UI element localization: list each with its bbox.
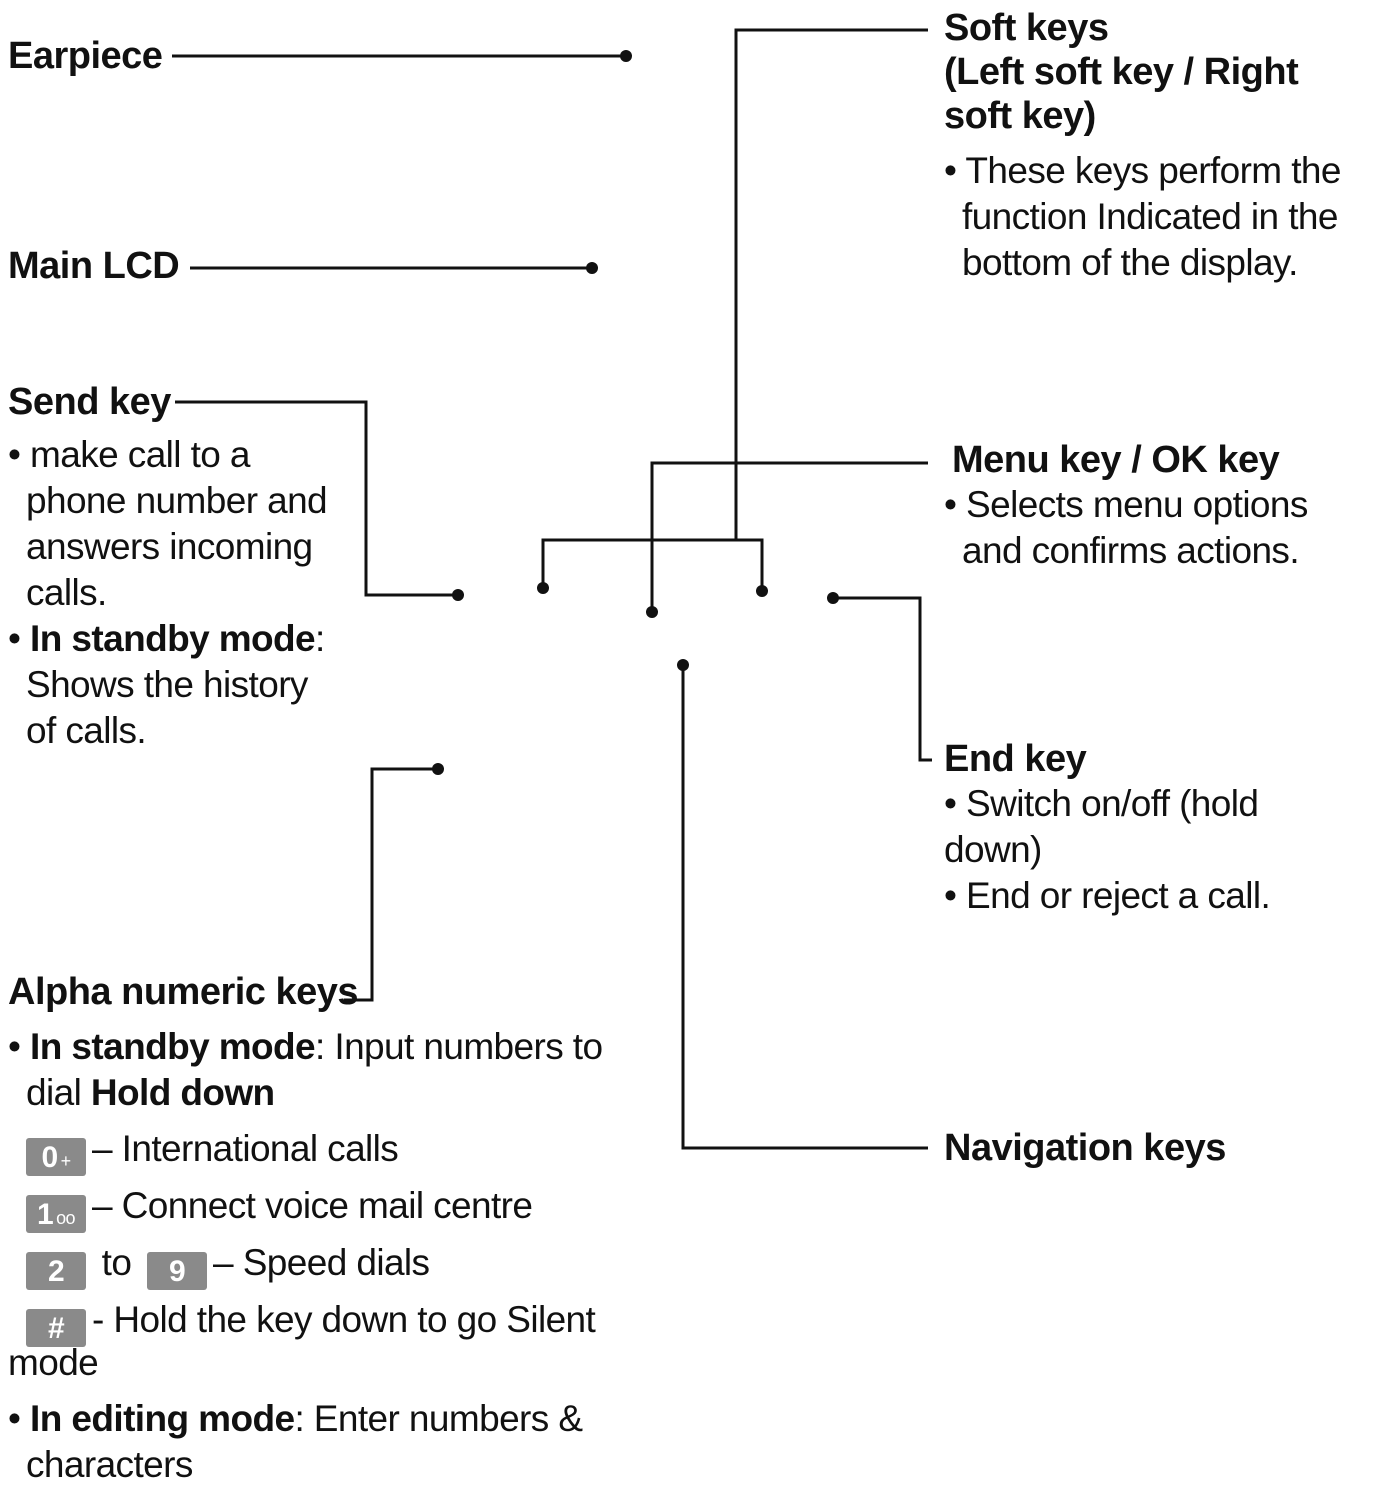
send-key-callout: Send key • make call to a phone number a… [8,380,328,754]
send-key-desc-line: Shows the history [26,664,308,705]
editing-text: : Enter numbers & [294,1398,583,1439]
soft-keys-title: Soft keys (Left soft key / Right soft ke… [944,6,1341,138]
alpha-editing-line: • In editing mode: Enter numbers & [8,1396,602,1442]
hash-key-icon: # [26,1309,86,1347]
end-key-desc-line: down) [944,829,1042,870]
send-key-title: Send key [8,381,171,423]
send-key-leader [175,400,458,597]
send-key-desc-line: phone number and [26,480,328,521]
main-lcd-dot [586,262,598,274]
to-text: to [92,1242,142,1283]
alpha-standby-line: • In standby mode: Input numbers to [8,1024,603,1070]
menu-key-desc-line: • Selects menu options [944,484,1308,525]
main-lcd-label: Main LCD [8,245,180,287]
key-row-speed-dials: 2 to 9– Speed dials [8,1234,602,1291]
mode-text: mode [8,1342,99,1383]
menu-key-desc-line: and confirms actions. [962,530,1300,571]
send-key-description: • make call to a phone number and answer… [8,432,328,754]
soft-keys-title-line: Soft keys [944,7,1109,49]
speed-dials-text: – Speed dials [213,1242,430,1283]
menu-key-callout: Menu key / OK key • Selects menu options… [944,438,1308,574]
navigation-keys-label: Navigation keys [944,1127,1226,1169]
standby-mode-label: In standby mode [30,618,316,659]
alpha-keys-leader [344,767,438,1002]
menu-key-leader [650,461,928,612]
end-key-callout: End key • Switch on/off (hold down) • En… [944,737,1271,919]
navigation-keys-leader [681,665,928,1150]
bullet: • [8,618,21,659]
editing-mode-label: In editing mode [30,1398,295,1439]
soft-keys-leader [734,28,928,540]
colon: : [315,618,325,659]
bullet: • [8,1026,21,1067]
menu-key-description: • Selects menu options and confirms acti… [944,482,1308,574]
send-key-desc-line: • make call to a [8,434,251,475]
alpha-keys-description: • In standby mode: Input numbers to dial… [8,1024,603,1488]
key-row-international: 0+– International calls [8,1120,602,1177]
soft-keys-desc-line: function Indicated in the [962,196,1338,237]
zero-key-icon: 0+ [26,1138,86,1176]
left-soft-key-dot [537,582,549,594]
characters-text: characters [26,1444,193,1485]
send-key-desc-line: answers incoming [26,526,313,567]
menu-key-dot [646,606,658,618]
send-key-dot [452,589,464,601]
send-key-desc-line: calls. [26,572,107,613]
end-key-dot [827,592,839,604]
key-digit: 1 [37,1198,54,1231]
soft-keys-description: • These keys perform the function Indica… [944,148,1341,286]
international-calls-text: – International calls [92,1128,399,1169]
alpha-dial-line: dial Hold down [8,1070,602,1116]
end-key-desc-line: • Switch on/off (hold [944,783,1259,824]
end-key-description: • Switch on/off (hold down) • End or rej… [944,781,1271,919]
soft-keys-desc-line: bottom of the display. [962,242,1298,283]
right-soft-key-dot [756,585,768,597]
voice-mail-text: – Connect voice mail centre [92,1185,533,1226]
standby-text: : Input numbers to [315,1026,603,1067]
send-key-standby-line: • In standby mode: [8,616,327,662]
soft-keys-callout: Soft keys (Left soft key / Right soft ke… [944,6,1341,286]
soft-keys-desc-line: • These keys perform the [944,150,1341,191]
key-digit: 0 [41,1141,58,1174]
key-sub: + [60,1151,72,1171]
two-key-icon: 2 [26,1252,86,1290]
alpha-keys-dot [432,763,444,775]
dial-text: dial [26,1072,91,1113]
silent-mode-text: - Hold the key down to go Silent [92,1299,596,1340]
end-key-desc-line: • End or reject a call. [944,875,1271,916]
earpiece-dot [620,50,632,62]
standby-mode-label: In standby mode [30,1026,316,1067]
key-row-silent: #- Hold the key down to go Silent [8,1291,602,1348]
soft-keys-title-line: (Left soft key / Right [944,51,1299,93]
navigation-keys-dot [677,659,689,671]
bullet: • [8,1398,21,1439]
end-key-leader [833,596,932,762]
soft-keys-title-line: soft key) [944,95,1096,137]
earpiece-label: Earpiece [8,35,163,77]
alpha-keys-callout: Alpha numeric keys • In standby mode: In… [8,970,603,1488]
send-key-desc-line: of calls. [26,710,147,751]
alpha-keys-title: Alpha numeric keys [8,971,359,1013]
menu-key-title: Menu key / OK key [952,439,1280,481]
hold-down-label: Hold down [90,1072,275,1113]
key-sub: oo [56,1208,75,1228]
end-key-title: End key [944,738,1087,780]
nine-key-icon: 9 [147,1252,208,1290]
